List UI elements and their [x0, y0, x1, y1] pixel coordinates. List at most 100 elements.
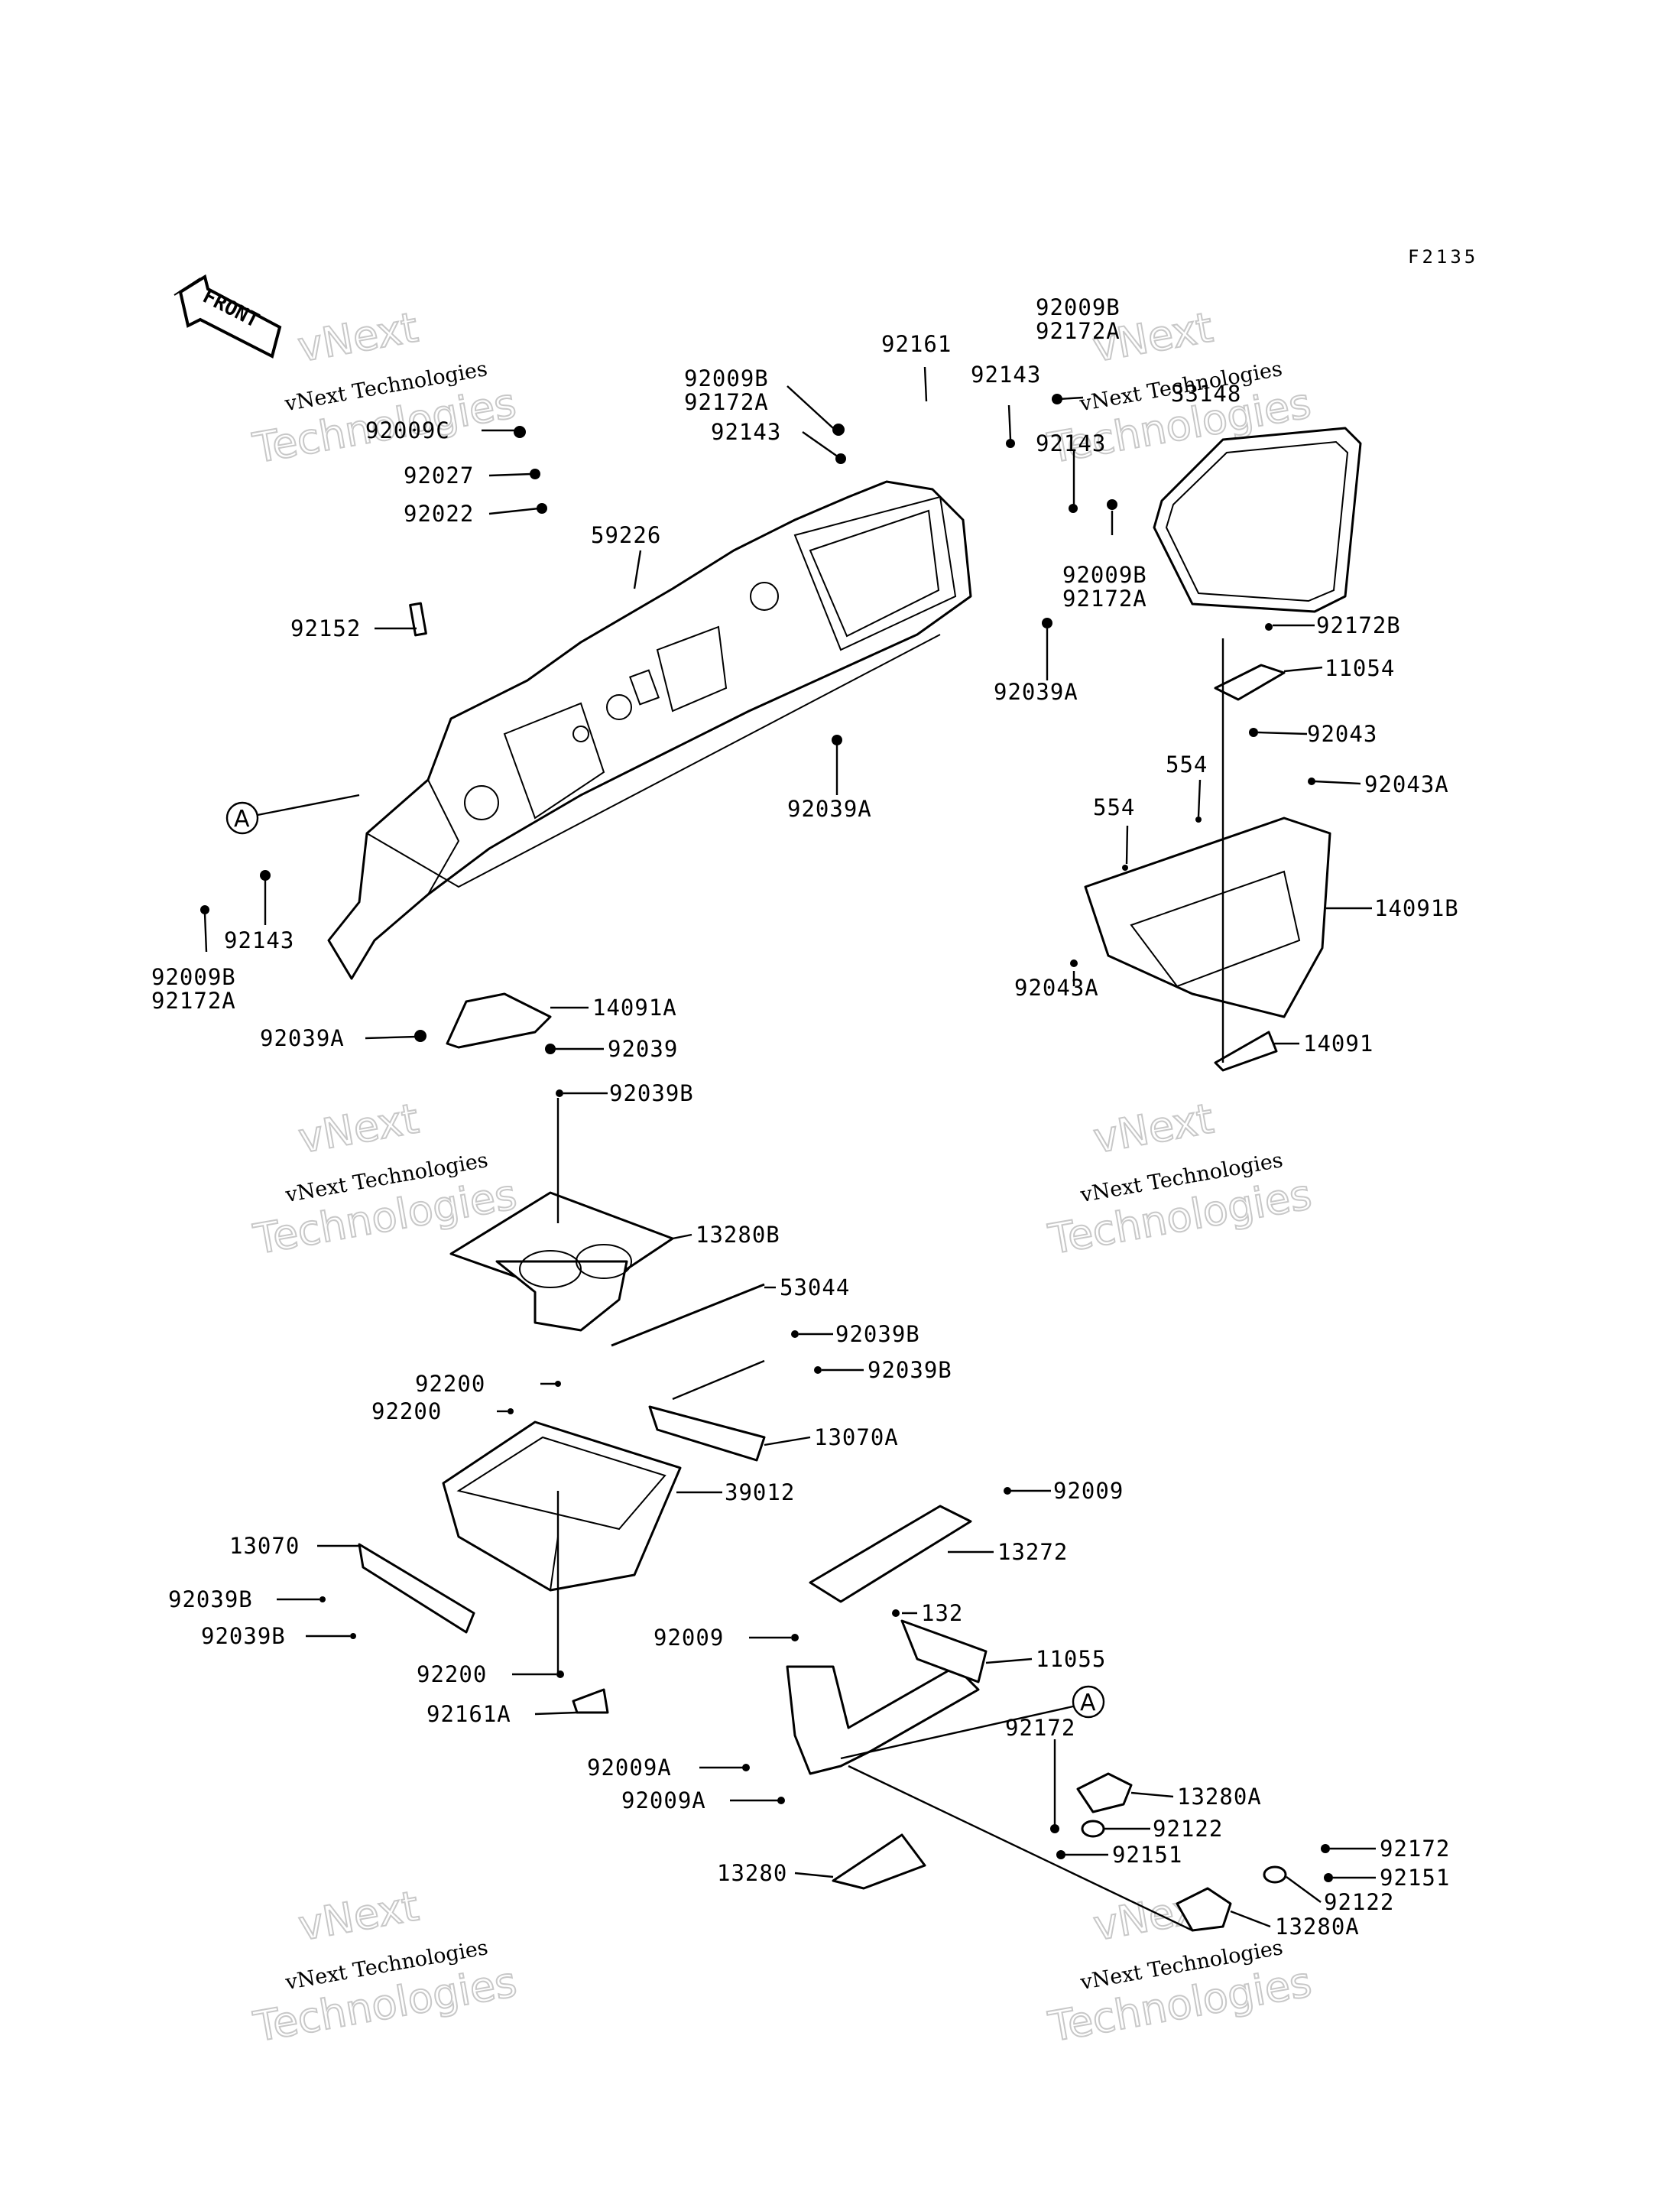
watermark-top-left: vNext vNext Technologies Technologies — [248, 302, 521, 473]
label-92161a: 92161A — [426, 1701, 511, 1727]
label-92039a-2: 92039A — [787, 796, 872, 822]
watermark-bottom-left: vNext vNext Technologies Technologies — [249, 1881, 521, 2052]
label-39012: 39012 — [725, 1479, 795, 1505]
label-92172-1: 92172 — [1005, 1715, 1075, 1741]
label-92122-2: 92122 — [1324, 1889, 1394, 1915]
label-92009c: 92009C — [365, 417, 450, 443]
tray-14091b — [1084, 817, 1331, 1018]
label-92043: 92043 — [1307, 721, 1377, 747]
label-92200-3: 92200 — [417, 1661, 487, 1687]
label-14091b: 14091B — [1374, 895, 1459, 921]
label-13070a: 13070A — [814, 1424, 899, 1450]
clip-14091 — [1214, 1031, 1278, 1072]
svg-text:vNext: vNext — [295, 1094, 422, 1162]
label-92172a-2: 92172A — [684, 389, 769, 415]
svg-text:A: A — [1080, 1690, 1096, 1716]
label-13280a-1: 13280A — [1177, 1784, 1262, 1810]
label-92009b-3: 92009B — [1062, 562, 1147, 588]
label-92039b-2: 92039B — [835, 1321, 920, 1347]
label-92009-1: 92009 — [1053, 1478, 1124, 1504]
front-arrow-icon: FRONT — [174, 274, 282, 359]
label-11055: 11055 — [1036, 1646, 1106, 1672]
label-92143-4: 92143 — [224, 927, 294, 953]
bracket-13280a-lower — [1176, 1887, 1232, 1932]
label-13272: 13272 — [997, 1539, 1068, 1565]
label-14091: 14091 — [1303, 1031, 1374, 1057]
label-92200-2: 92200 — [371, 1398, 442, 1424]
label-554-2: 554 — [1093, 794, 1135, 820]
label-92039: 92039 — [608, 1036, 678, 1062]
label-92200-1: 92200 — [415, 1371, 485, 1397]
svg-text:A: A — [234, 806, 250, 833]
reference-marker-a-upper: A — [225, 794, 360, 835]
label-92172a-3: 92172A — [1062, 586, 1147, 612]
label-92039a-3: 92039A — [260, 1025, 345, 1051]
box-39012 — [442, 1420, 682, 1592]
label-59226: 59226 — [591, 522, 661, 548]
pad-92161a — [572, 1688, 609, 1714]
label-92143-2: 92143 — [711, 419, 781, 445]
cover-14091a — [446, 992, 552, 1049]
watermark-bottom-right: vNext vNext Technologies Technologies — [1044, 1881, 1316, 2052]
label-92172-2: 92172 — [1380, 1836, 1450, 1862]
leader-lines — [203, 366, 1376, 1932]
label-33148: 33148 — [1171, 381, 1241, 407]
label-92039b-4: 92039B — [168, 1586, 253, 1612]
label-92043a-2: 92043A — [1014, 975, 1099, 1001]
bracket-13280 — [832, 1833, 926, 1890]
label-554-1: 554 — [1166, 752, 1208, 778]
cup-holder-13280b — [449, 1191, 674, 1332]
label-92022: 92022 — [404, 501, 474, 527]
grommet-92122-upper — [1081, 1820, 1105, 1838]
diagram-code: F2135 — [1408, 246, 1478, 268]
label-13280: 13280 — [717, 1860, 787, 1886]
bracket-11054 — [1214, 664, 1286, 701]
label-92009b-4: 92009B — [151, 964, 236, 990]
seal-33148 — [1153, 427, 1362, 613]
label-92151-1: 92151 — [1112, 1842, 1182, 1868]
label-92143-3: 92143 — [1036, 430, 1106, 456]
bracket-13280a-upper — [1076, 1772, 1133, 1813]
svg-text:vNext: vNext — [1090, 1094, 1217, 1162]
label-92027: 92027 — [404, 463, 474, 489]
label-92009b-1: 92009B — [1036, 294, 1121, 320]
label-53044: 53044 — [780, 1274, 850, 1300]
label-92039a-1: 92039A — [994, 679, 1078, 705]
label-92009a-2: 92009A — [621, 1787, 706, 1813]
label-92009b-2: 92009B — [684, 365, 769, 391]
label-92009-2: 92009 — [654, 1625, 724, 1651]
fasteners — [200, 394, 1333, 1882]
label-92043a-1: 92043A — [1364, 771, 1449, 797]
label-92172a-1: 92172A — [1036, 318, 1121, 344]
label-13280a-2: 13280A — [1275, 1914, 1360, 1940]
label-14091a: 14091A — [592, 995, 677, 1021]
grommet-92122-lower — [1263, 1865, 1287, 1884]
label-132: 132 — [921, 1600, 963, 1626]
label-92151-2: 92151 — [1380, 1865, 1450, 1891]
label-92039b-5: 92039B — [201, 1623, 286, 1649]
reference-marker-a-lower: A — [840, 1685, 1105, 1760]
label-92152: 92152 — [290, 615, 361, 641]
rail-13070a — [648, 1359, 766, 1462]
dashboard-panel — [327, 480, 972, 980]
label-92172a-4: 92172A — [151, 988, 236, 1014]
watermark-mid-left: vNext vNext Technologies Technologies — [249, 1093, 521, 1265]
frame-11055 — [786, 1619, 988, 1775]
label-13070: 13070 — [229, 1533, 300, 1559]
strip-53044 — [611, 1283, 765, 1347]
bracket-13272 — [809, 1505, 972, 1603]
rail-13070 — [358, 1543, 475, 1634]
svg-text:vNext: vNext — [294, 303, 421, 371]
label-92161-1: 92161 — [881, 331, 952, 357]
label-92122-1: 92122 — [1153, 1816, 1223, 1842]
part-labels: 92009B 92172A 92161 92009B 92172A 92143 … — [151, 294, 1459, 1940]
label-11054: 11054 — [1325, 655, 1395, 681]
label-92039b-1: 92039B — [609, 1080, 694, 1106]
svg-text:vNext: vNext — [295, 1881, 422, 1950]
label-92009a-1: 92009A — [587, 1755, 672, 1781]
label-13280b: 13280B — [696, 1222, 780, 1248]
label-92039b-3: 92039B — [868, 1357, 952, 1383]
label-92143-1: 92143 — [971, 362, 1041, 388]
label-92172b: 92172B — [1316, 612, 1401, 638]
